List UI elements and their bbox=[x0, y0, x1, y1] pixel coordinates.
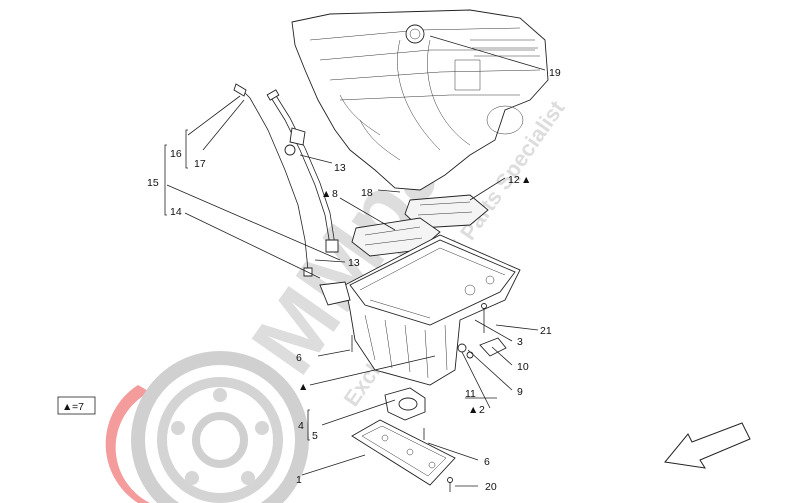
callout-12: 12 bbox=[508, 174, 520, 186]
front-direction-arrow-icon bbox=[664, 422, 751, 469]
callout-10: 10 bbox=[517, 361, 529, 373]
oil-sensor bbox=[457, 337, 507, 359]
engine-block-illustration bbox=[291, 9, 549, 191]
callout-9: 9 bbox=[517, 386, 523, 398]
callout-triangle-12: ▲ bbox=[521, 174, 531, 186]
sump-lower-cover bbox=[351, 419, 456, 486]
callout-15: 15 bbox=[147, 177, 159, 189]
callout-triangle-2: ▲ bbox=[468, 404, 478, 416]
dipstick-rod bbox=[233, 83, 313, 277]
callout-labels: 19 13 18 ▲ 8 12 ▲ 16 17 15 14 13 21 3 10… bbox=[147, 67, 561, 493]
callout-5: 5 bbox=[312, 430, 318, 442]
callout-8: 8 bbox=[332, 188, 338, 200]
callout-triangle-mid: ▲ bbox=[298, 381, 308, 393]
callout-17: 17 bbox=[194, 158, 206, 170]
callout-13-mid: 13 bbox=[348, 257, 360, 269]
legend-triangle-symbol: ▲ bbox=[62, 401, 72, 413]
callout-1: 1 bbox=[296, 474, 302, 486]
callout-18: 18 bbox=[361, 187, 373, 199]
callout-4: 4 bbox=[298, 420, 304, 432]
callout-16: 16 bbox=[170, 148, 182, 160]
callout-20: 20 bbox=[485, 481, 497, 493]
callout-triangle-8: ▲ bbox=[321, 188, 331, 200]
brackets bbox=[164, 129, 497, 441]
callout-19: 19 bbox=[549, 67, 561, 79]
callout-11: 11 bbox=[465, 388, 476, 400]
watermark-logo bbox=[105, 351, 309, 503]
dipstick-tube bbox=[266, 89, 339, 253]
callout-6-upper: 6 bbox=[296, 352, 302, 364]
callout-6-lower: 6 bbox=[484, 456, 490, 468]
oil-filter-housing bbox=[384, 387, 426, 421]
windage-tray-upper bbox=[404, 194, 489, 229]
legend-text: =7 bbox=[72, 401, 84, 413]
oil-sump-housing bbox=[319, 234, 521, 386]
legend-box: ▲ =7 bbox=[57, 396, 96, 415]
callout-14: 14 bbox=[170, 206, 182, 218]
callout-13-top: 13 bbox=[334, 162, 346, 174]
leader-lines bbox=[166, 35, 546, 487]
callout-2: 2 bbox=[479, 404, 485, 416]
callout-3: 3 bbox=[517, 336, 523, 348]
callout-21: 21 bbox=[540, 325, 552, 337]
sump-bolts bbox=[351, 303, 487, 492]
